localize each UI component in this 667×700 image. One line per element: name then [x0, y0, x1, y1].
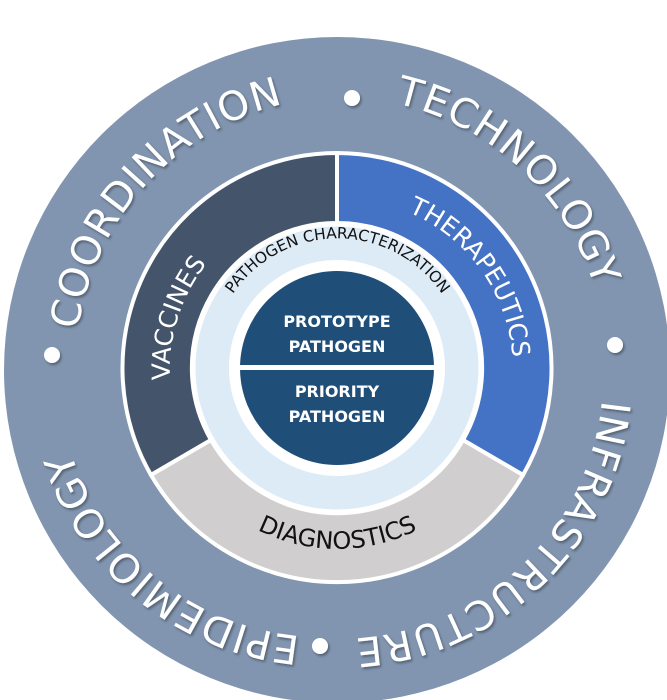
- segment-vaccines: [120, 150, 339, 478]
- core-divider: [238, 365, 436, 370]
- core-prototype-line2: PATHOGEN: [289, 337, 386, 356]
- separator-dot-left: [44, 347, 60, 363]
- core-prototype-line1: PROTOTYPE: [283, 312, 390, 331]
- core-priority-line2: PATHOGEN: [289, 407, 386, 426]
- core-priority-line1: PRIORITY: [295, 382, 380, 401]
- segment-diagnostics: [148, 437, 526, 585]
- separator-dot-bottom: [312, 638, 328, 654]
- middle-ring: [120, 150, 554, 585]
- separator-dot-right: [607, 337, 623, 353]
- segment-therapeutics: [335, 150, 554, 478]
- separator-dot-top: [344, 90, 360, 106]
